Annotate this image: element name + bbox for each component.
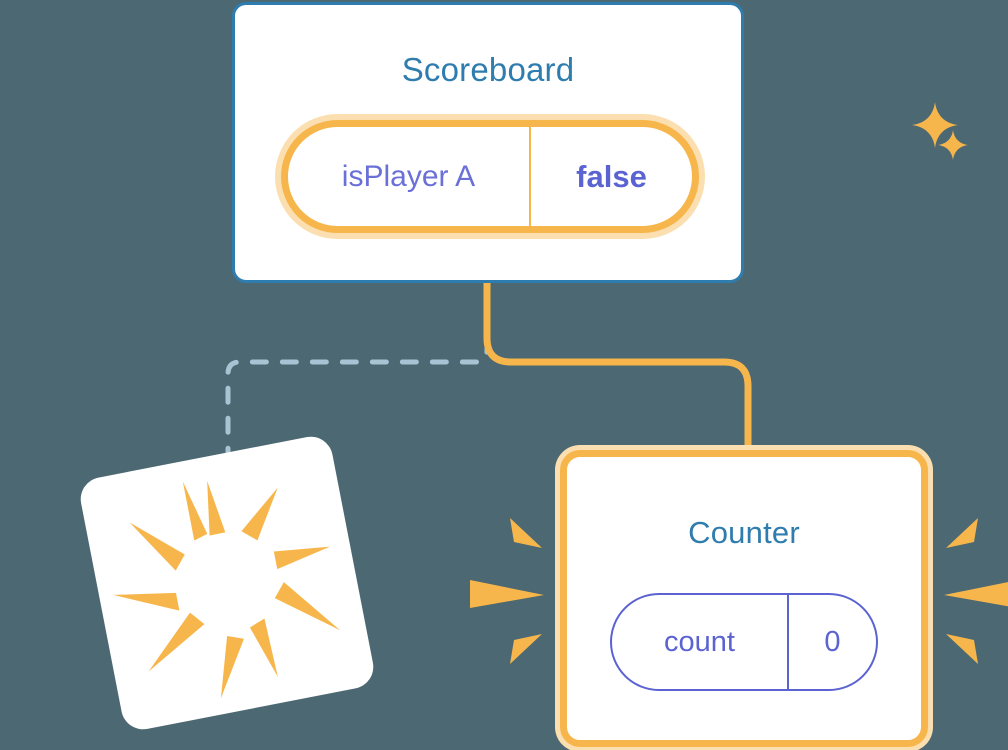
scoreboard-title: Scoreboard [401,51,575,88]
counter-state-key: count [612,595,789,689]
burst-card[interactable] [76,432,378,734]
burst-rays-icon [113,480,341,699]
sparkle-small-icon [938,130,968,160]
counter-state-value: 0 [824,625,841,658]
counter-right-rays-icon [944,518,1008,664]
counter-left-rays-icon [470,518,544,664]
counter-state-pill[interactable]: count 0 [610,593,878,691]
scoreboard-state-key: isPlayer A [288,127,531,226]
solid-connector-line [483,281,752,452]
scoreboard-card[interactable]: Scoreboard isPlayer A false [232,2,968,283]
sparkle-large-icon [912,102,958,148]
counter-title: Counter [688,515,800,550]
counter-card[interactable]: Counter count 0 [560,450,928,747]
scoreboard-state-value: false [576,158,647,194]
scoreboard-state-pill[interactable]: isPlayer A false [281,120,699,233]
